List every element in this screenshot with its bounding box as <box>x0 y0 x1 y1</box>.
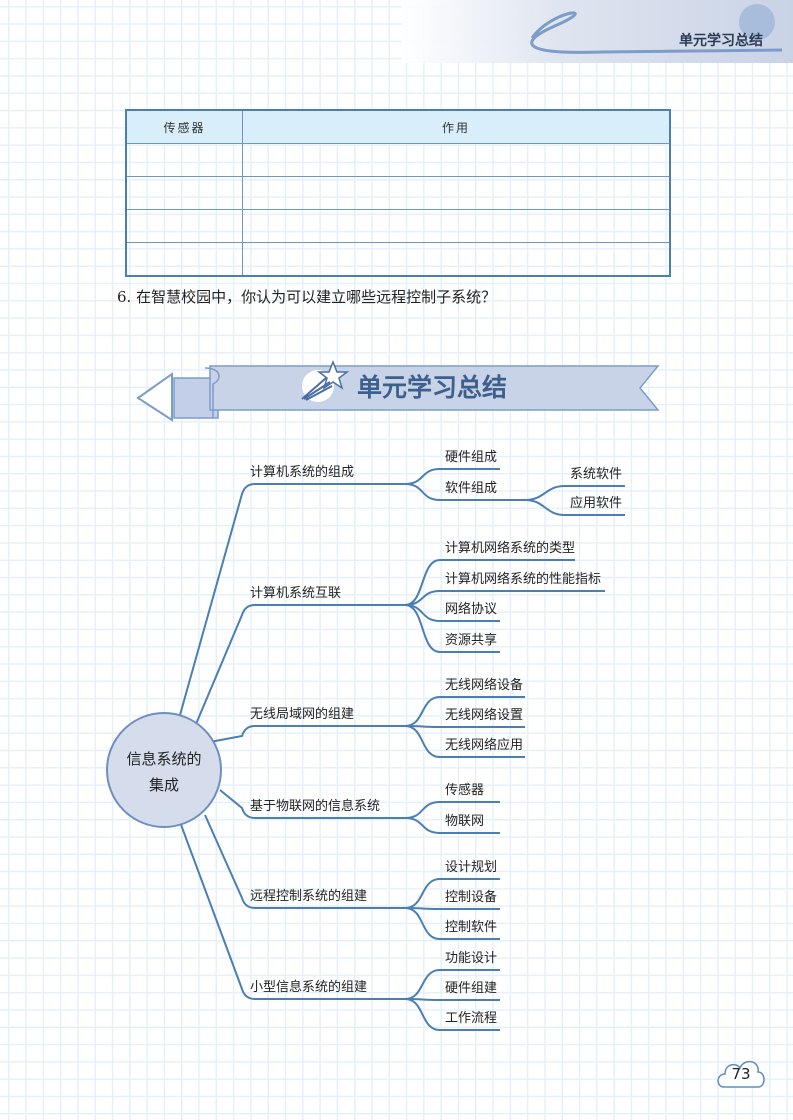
branch-connector <box>209 725 405 743</box>
banner-title: 单元学习总结 <box>357 373 507 402</box>
table-cell[interactable] <box>125 143 243 177</box>
branch-connector <box>219 789 405 819</box>
branch-label: 基于物联网的信息系统 <box>250 798 380 814</box>
table-cell[interactable] <box>242 209 671 243</box>
star-icon <box>301 359 350 402</box>
subbranch-connector <box>404 725 525 758</box>
subbranch-label: 无线网络设备 <box>445 677 523 693</box>
subbranch-label: 控制软件 <box>445 920 497 935</box>
table-cell[interactable] <box>242 143 671 177</box>
subbranch-connector <box>404 907 500 940</box>
page-number-badge: 73 <box>716 1054 766 1090</box>
subbranch-label: 物联网 <box>445 814 484 829</box>
subbranch-label: 计算机网络系统的类型 <box>445 540 575 556</box>
subbranch-connector <box>404 590 605 606</box>
question-6: 6. 在智慧校园中，你认为可以建立哪些远程控制子系统？ <box>117 288 497 306</box>
subbranch-connector <box>404 604 500 653</box>
sensor-table: 传感器作用 <box>125 109 671 277</box>
subbranch-connector <box>404 969 500 1000</box>
header-title: 单元学习总结 <box>679 33 763 49</box>
branch-label: 小型信息系统的组建 <box>250 979 367 995</box>
subbranch-connector <box>404 725 525 728</box>
subbranch-label: 设计规划 <box>445 860 497 875</box>
e-logo-icon <box>530 4 783 54</box>
subbranch-label: 无线网络应用 <box>445 737 523 753</box>
page-header: 单元学习总结 <box>402 0 793 63</box>
root-node <box>106 712 222 828</box>
subbranch-label: 无线网络设置 <box>445 707 523 723</box>
subbranch-connector <box>404 907 500 910</box>
branch-connector <box>179 821 405 1000</box>
subbranch-label: 硬件组建 <box>445 981 497 996</box>
cloud-icon <box>717 1060 765 1088</box>
subbranch-label: 功能设计 <box>445 951 497 966</box>
subbranch-label: 软件组成 <box>445 481 497 496</box>
branch-label: 远程控制系统的组建 <box>250 888 367 904</box>
subbranch-connector <box>404 483 500 501</box>
table-cell[interactable] <box>242 176 671 210</box>
section-banner: 单元学习总结 <box>136 359 660 422</box>
leaf-label: 应用软件 <box>570 495 622 511</box>
branch-connector <box>195 604 405 725</box>
subbranch-label: 硬件组成 <box>445 450 497 465</box>
subbranch-label: 资源共享 <box>445 632 497 648</box>
branch-connector <box>179 483 405 716</box>
branch-label: 计算机系统的组成 <box>250 464 354 480</box>
root-label-line2: 集成 <box>149 776 179 794</box>
page-number: 73 <box>731 1065 751 1083</box>
leaf-label: 系统软件 <box>570 467 622 482</box>
branch-connector <box>204 814 405 909</box>
subbranch-connector <box>404 998 500 1031</box>
subbranch-label: 控制设备 <box>445 889 497 905</box>
subbranch-label: 网络协议 <box>445 601 497 617</box>
subbranch-connector <box>404 559 575 606</box>
leaf-connector <box>500 499 625 516</box>
table-cell[interactable] <box>242 242 671 277</box>
branch-label: 计算机系统互联 <box>250 586 341 601</box>
branch-label: 无线局域网的组建 <box>250 706 354 722</box>
table-row <box>125 209 671 243</box>
subbranch-label: 计算机网络系统的性能指标 <box>445 571 601 587</box>
subbranch-label: 工作流程 <box>445 1011 497 1026</box>
subbranch-connector <box>404 696 525 727</box>
table-cell[interactable] <box>125 176 243 210</box>
subbranch-label: 传感器 <box>445 782 484 798</box>
table-row <box>125 242 671 277</box>
root-label-line1: 信息系统的 <box>126 750 201 768</box>
subbranch-connector <box>404 998 500 1001</box>
table-row <box>125 176 671 210</box>
subbranch-connector <box>404 817 500 834</box>
table-row <box>125 143 671 177</box>
table-cell[interactable] <box>125 209 243 243</box>
table-cell[interactable] <box>125 242 243 277</box>
subbranch-connector <box>404 878 500 909</box>
